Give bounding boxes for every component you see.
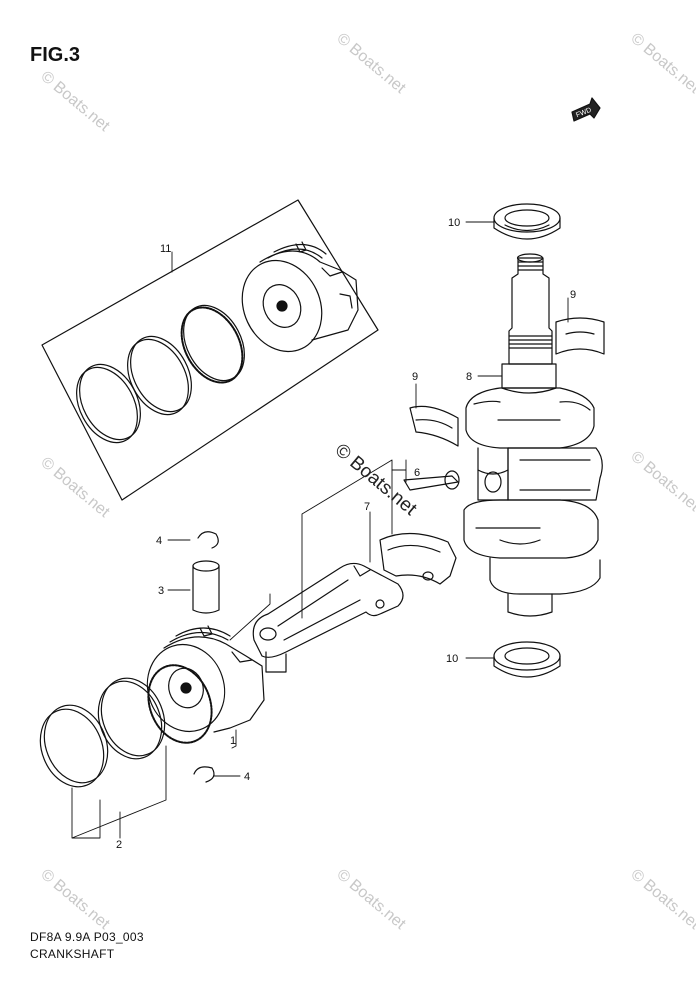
callout-1: 1 [230, 735, 236, 747]
diagram-code: DF8A 9.9A P03_003 [30, 930, 144, 944]
callout-4-upper: 4 [156, 535, 162, 547]
callout-8: 8 [466, 371, 472, 383]
watermark: © Boats.net [627, 866, 696, 933]
piston-ring-set-kit [41, 199, 379, 501]
callout-labels: 11 10 9 8 9 6 7 4 3 1 4 2 10 [116, 217, 576, 851]
piston-pin [192, 560, 220, 614]
callout-6: 6 [414, 467, 420, 479]
callout-7: 7 [364, 501, 370, 513]
callout-3: 3 [158, 585, 164, 597]
callout-10-lower: 10 [446, 653, 458, 665]
connecting-rod [252, 562, 404, 673]
diagram-caption: CRANKSHAFT [30, 947, 115, 961]
piston-ring-set [39, 664, 213, 788]
conrod-bearing-shell [409, 405, 459, 447]
piston [146, 625, 265, 733]
watermark: © Boats.net [37, 68, 113, 135]
conrod-cap-and-bolt [379, 470, 460, 585]
oil-seal-lower [493, 641, 561, 678]
watermark: © Boats.net [333, 30, 409, 97]
callout-10-upper: 10 [448, 217, 460, 229]
watermark: © Boats.net [37, 866, 113, 933]
fwd-label: FWD [575, 107, 592, 119]
watermark: © Boats.net [627, 448, 696, 515]
watermarks: © Boats.net © Boats.net © Boats.net © Bo… [37, 30, 696, 933]
piston-pin-clip-lower [193, 766, 215, 783]
watermark: © Boats.net [627, 30, 696, 97]
forward-arrow-icon: FWD [571, 97, 601, 122]
watermark: © Boats.net [37, 454, 113, 521]
callout-2: 2 [116, 839, 122, 851]
watermark: © Boats.net [333, 866, 409, 933]
crankshaft [463, 253, 603, 617]
callout-11: 11 [160, 243, 171, 255]
oil-seal-upper [493, 203, 561, 240]
piston-pin-clip-upper [197, 531, 219, 549]
callout-9-lower: 9 [412, 371, 418, 383]
callout-4-lower: 4 [244, 771, 250, 783]
callout-9-upper: 9 [570, 289, 576, 301]
figure-title: FIG.3 [30, 44, 81, 66]
leader-lines [71, 221, 569, 839]
crank-bearing-upper [555, 317, 605, 355]
